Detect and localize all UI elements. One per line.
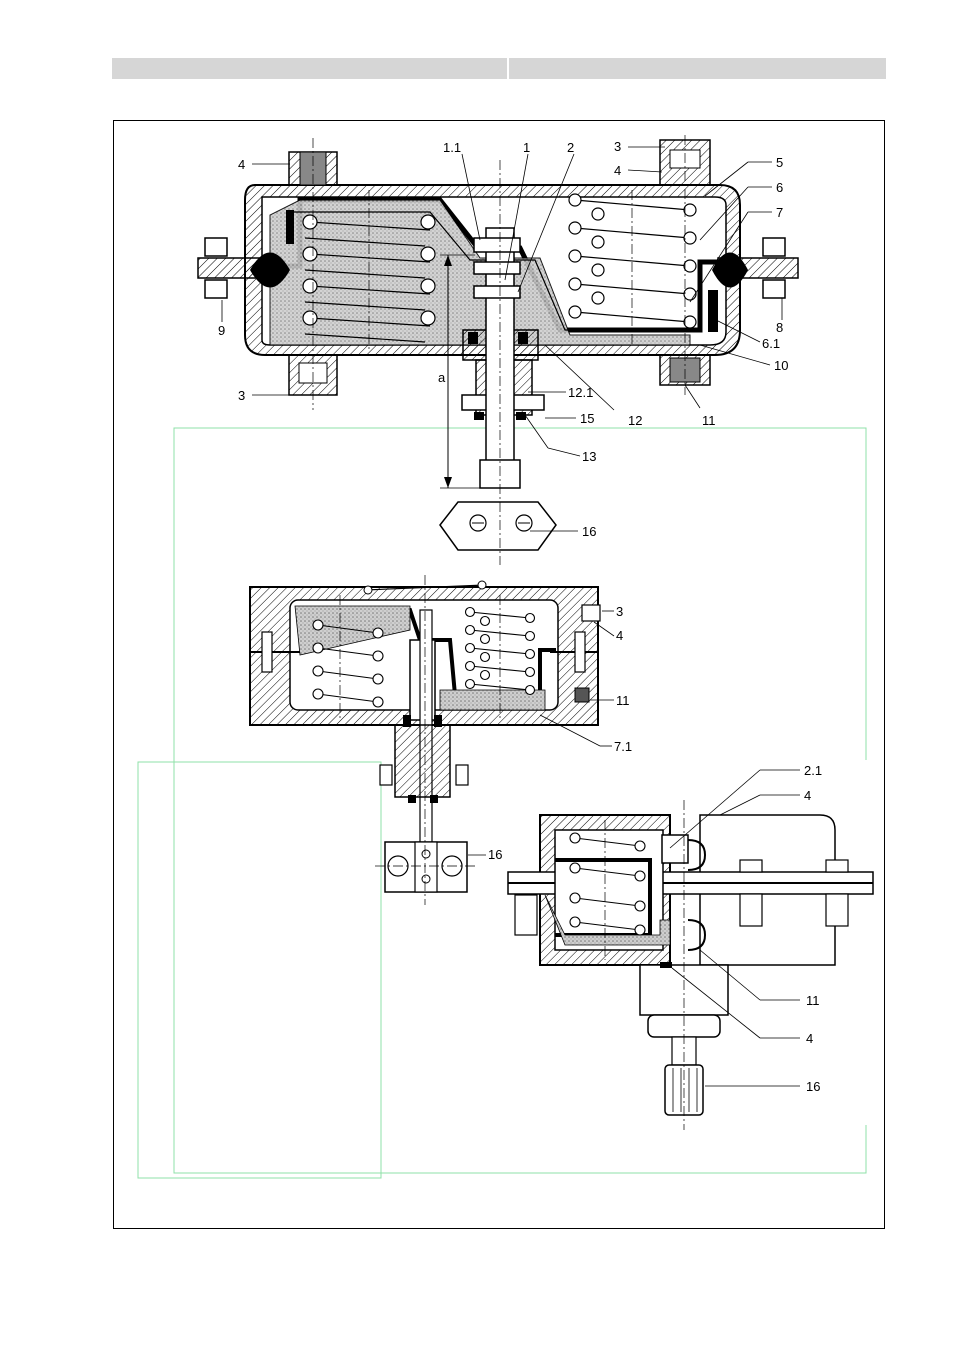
label-15: 15 — [580, 411, 594, 426]
label-4-top: 4 — [614, 163, 621, 178]
label-3-top: 3 — [614, 139, 621, 154]
label-7-1: 7.1 — [614, 739, 632, 754]
label-11-bottom: 11 — [806, 993, 820, 1008]
label-11-middle: 11 — [616, 693, 630, 708]
label-9: 9 — [218, 323, 225, 338]
label-1-1: 1.1 — [443, 140, 461, 155]
label-4-middle: 4 — [616, 628, 623, 643]
label-a: a — [438, 370, 446, 385]
label-7: 7 — [776, 205, 783, 220]
label-2: 2 — [567, 140, 574, 155]
label-6-1: 6.1 — [762, 336, 780, 351]
label-6: 6 — [776, 180, 783, 195]
label-11: 11 — [702, 413, 716, 428]
label-5: 5 — [776, 155, 783, 170]
label-3-middle: 3 — [616, 604, 623, 619]
label-10: 10 — [774, 358, 788, 373]
label-16-middle: 16 — [488, 847, 502, 862]
top-section-view: 4 1.1 1 2 3 4 5 6 7 9 8 6.1 10 3 a 12.1 … — [198, 135, 798, 565]
bottom-section-view: 2.1 4 11 4 16 — [508, 763, 873, 1130]
label-3-bottom: 3 — [238, 388, 245, 403]
label-8: 8 — [776, 320, 783, 335]
label-13: 13 — [582, 449, 596, 464]
label-16-bottom: 16 — [806, 1079, 820, 1094]
label-12: 12 — [628, 413, 642, 428]
label-4-bottom-upper: 4 — [804, 788, 811, 803]
label-12-1: 12.1 — [568, 385, 593, 400]
label-16-top: 16 — [582, 524, 596, 539]
label-4: 4 — [238, 157, 245, 172]
label-1: 1 — [523, 140, 530, 155]
label-2-1: 2.1 — [804, 763, 822, 778]
label-4-bottom-lower: 4 — [806, 1031, 813, 1046]
